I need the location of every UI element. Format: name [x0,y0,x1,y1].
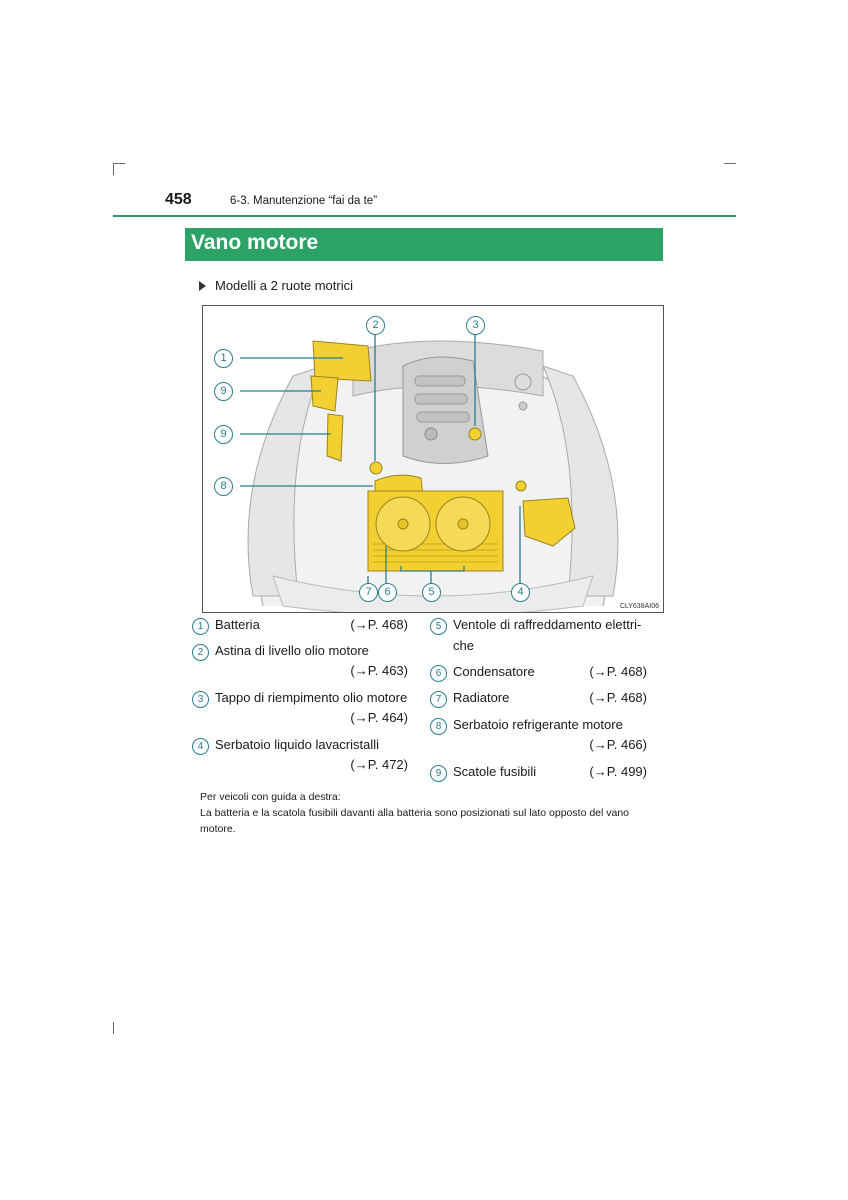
engine-logo [424,427,438,441]
note-line: Per veicoli con guida a destra: [200,791,341,803]
dipstick [369,461,383,475]
washer-fluid-reservoir [522,497,576,547]
legend-item-text: Radiatore [453,690,510,705]
callout-6: 6 [378,583,397,602]
legend-item-text: Scatole fusibili [453,764,537,779]
running-header: 6-3. Manutenzione “fai da te” [230,195,378,207]
callout-9: 9 [214,382,233,401]
legend-number: 4 [192,738,209,755]
legend-page-ref: (→P. 466) [589,737,647,752]
legend-item-text: Condensatore [453,664,535,679]
legend-page-ref: (→P. 468) [589,664,647,679]
section-title-bar: Vano motore [185,228,663,261]
legend-number: 2 [192,644,209,661]
fuse-box [310,375,339,412]
legend-number: 3 [192,691,209,708]
callout-2: 2 [366,316,385,335]
legend-page-ref: (→P. 468) [589,690,647,705]
model-line-text: Modelli a 2 ruote motrici [215,278,353,293]
model-line: Modelli a 2 ruote motrici [199,278,353,293]
engine-bay-illustration [240,334,619,612]
engine-ridge [414,375,466,387]
cap-icon [518,401,528,411]
cap-icon [514,373,532,391]
oil-filler-cap [468,427,482,441]
legend-item-text: Batteria [215,617,260,632]
triangle-bullet-icon [199,280,206,291]
legend-number: 9 [430,765,447,782]
figure-code: CLY638AI06 [619,603,659,610]
crop-mark [724,163,736,164]
legend-number: 8 [430,718,447,735]
legend-item-text-continuation: che [453,638,474,653]
battery [312,340,372,382]
section-title: Vano motore [191,231,319,254]
callout-5: 5 [422,583,441,602]
legend-page-ref: (→P. 499) [589,764,647,779]
legend-number: 5 [430,618,447,635]
note-line: La batteria e la scatola fusibili davant… [200,807,630,819]
callout-4: 4 [511,583,530,602]
legend-item-text: Ventole di raffreddamento elettri- [453,617,642,632]
legend-item-text: Astina di livello olio motore [215,643,369,658]
crop-mark [113,163,125,164]
legend-item-text: Serbatoio liquido lavacristalli [215,737,380,752]
legend-page-ref: (→P. 468) [350,617,408,632]
engine-ridge [416,411,470,423]
legend-number: 1 [192,618,209,635]
page-number: 458 [165,191,192,208]
leader-lines [240,334,521,583]
crop-mark [113,1022,114,1034]
legend-number: 7 [430,691,447,708]
engine-bay-figure: 1 9 9 8 2 3 7 6 5 4 CLY638AI06 [202,305,664,613]
callout-7: 7 [359,583,378,602]
legend-item-text: Tappo di riempimento olio motore [215,690,408,705]
legend-number: 6 [430,665,447,682]
engine-ridge [414,393,468,405]
legend-page-ref: (→P. 472) [350,757,408,772]
legend-page-ref: (→P. 463) [350,663,408,678]
callout-1: 1 [214,349,233,368]
legend-item-text: Serbatoio refrigerante motore [453,717,623,732]
callout-3: 3 [466,316,485,335]
callout-8: 8 [214,477,233,496]
callout-9: 9 [214,425,233,444]
note-line: motore. [200,823,236,835]
fan-hub [457,518,469,530]
crop-mark [113,163,114,175]
washer-cap [515,480,527,492]
fuse-box [326,413,344,462]
legend-page-ref: (→P. 464) [350,710,408,725]
fan-hub [397,518,409,530]
header-divider [113,215,736,217]
